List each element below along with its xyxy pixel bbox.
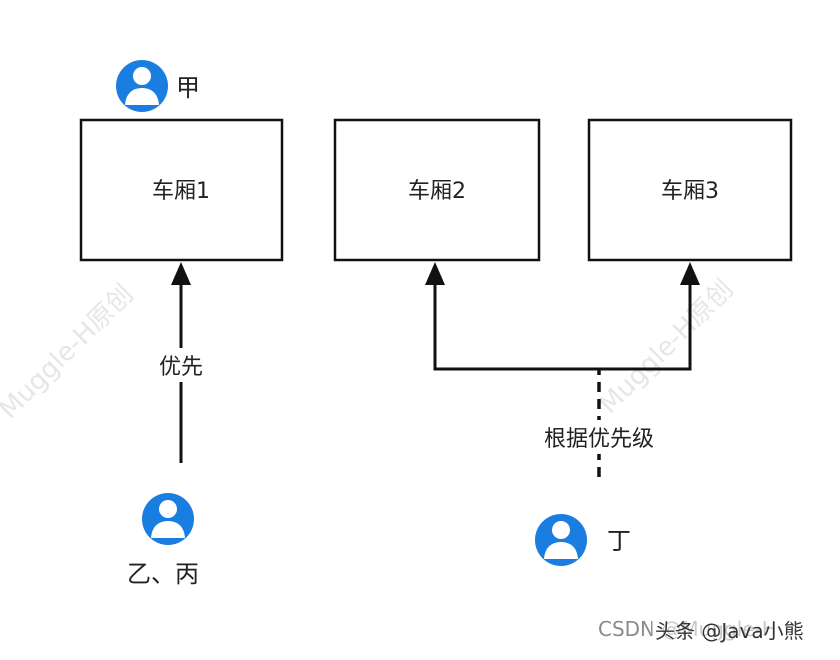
edge-by-priority-level: 根据优先级 <box>425 262 700 477</box>
edge-label-priority: 优先 <box>159 355 203 380</box>
edge-priority: 优先 <box>150 262 212 463</box>
user-avatar-icon <box>535 514 587 566</box>
carriage-label-2: 车厢2 <box>408 179 466 204</box>
watermark-left: Muggle-H原创 <box>0 279 139 425</box>
watermark-right: Muggle-H原创 <box>594 274 740 420</box>
user-avatar-icon <box>116 60 168 112</box>
carriage-label-1: 车厢1 <box>152 179 210 204</box>
person-label-ding: 丁 <box>607 527 631 555</box>
person-ding: 丁 <box>535 514 631 566</box>
carriage-label-3: 车厢3 <box>661 179 719 204</box>
footer-toutiao-text: 头条 @Java小熊 <box>655 619 804 643</box>
person-label-yi-bing: 乙、丙 <box>127 560 199 588</box>
person-yi-bing: 乙、丙 <box>127 493 199 588</box>
person-label-jia: 甲 <box>176 74 200 102</box>
arrowhead-car1 <box>171 262 191 285</box>
carriage-box-3: 车厢3 <box>587 118 793 262</box>
edge-label-by-priority-level: 根据优先级 <box>544 427 654 452</box>
arrowhead-car3 <box>680 262 700 285</box>
carriage-box-2: 车厢2 <box>333 118 541 262</box>
carriage-box-1: 车厢1 <box>79 118 284 262</box>
person-jia: 甲 <box>116 60 200 112</box>
arrowhead-car2 <box>425 262 445 285</box>
user-avatar-icon <box>142 493 194 545</box>
